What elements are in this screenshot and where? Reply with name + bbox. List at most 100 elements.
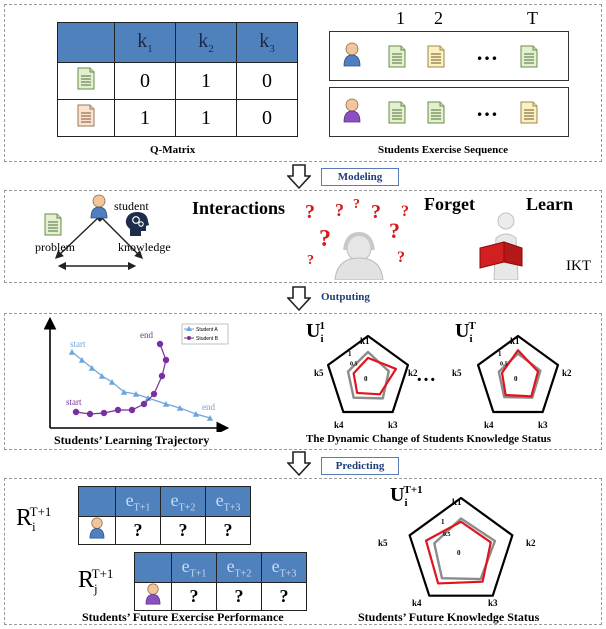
radar3-k2: k2 [526, 538, 536, 548]
student-label: student [114, 199, 149, 213]
sequence-row-1: … [329, 31, 569, 81]
student-purple-icon [343, 98, 361, 123]
radar-tick-0: 0 [457, 549, 461, 557]
svg-text:?: ? [397, 249, 405, 266]
panel-input [4, 4, 602, 162]
trajectory-point [120, 389, 128, 395]
svg-text:?: ? [401, 203, 409, 220]
end-a-text: end [202, 402, 215, 412]
q-matrix-cell: 1 [114, 99, 176, 137]
radar1-k4: k4 [334, 420, 344, 430]
radar-outer-pentagon [408, 496, 514, 597]
table-cell: ? [115, 516, 161, 545]
radar2-k4: k4 [484, 420, 494, 430]
trajectory-point [144, 395, 152, 401]
radar3-k5: k5 [378, 538, 388, 548]
end-b-text: end [140, 330, 153, 340]
radar-tick-05: 0.5 [500, 361, 508, 367]
knowledge-head-icon [125, 212, 149, 236]
trajectory-point [162, 401, 170, 407]
student-blue-icon [343, 42, 361, 67]
future-performance-table-j: eT+1 eT+2 eT+3 ? ? ? [134, 552, 307, 611]
exercise-doc-icon [388, 45, 406, 68]
table-col-header: eT+2 [160, 486, 206, 517]
interactions-label: Interactions [192, 198, 285, 218]
knowledge-radar-1: 10.50 [326, 334, 410, 414]
q-matrix-cell: 0 [236, 62, 298, 100]
trajectory-point [140, 400, 148, 408]
table-col-header: eT+1 [115, 486, 161, 517]
q-matrix-caption: Q-Matrix [150, 144, 196, 156]
q-matrix-cell: 1 [175, 62, 237, 100]
down-arrow-icon [287, 451, 311, 476]
learn-illustration [479, 212, 523, 280]
svg-text:?: ? [319, 226, 331, 252]
svg-text:?: ? [305, 201, 315, 223]
learn-label: Learn [526, 194, 573, 214]
down-arrow-icon [287, 164, 311, 189]
ikt-label: IKT [566, 258, 591, 274]
seq-step-t: T [527, 8, 538, 28]
start-b-text: start [66, 397, 82, 407]
svg-text:?: ? [371, 201, 381, 223]
trajectory-point [156, 340, 164, 348]
radar-caption: The Dynamic Change of Students Knowledge… [306, 433, 552, 445]
table-col-header: eT+2 [216, 552, 262, 583]
trajectory-point [72, 408, 80, 416]
radar2-k3: k3 [538, 420, 548, 430]
sequence-ellipsis: … [476, 40, 498, 65]
future-performance-caption: Students’ Future Exercise Performance [82, 610, 284, 624]
radar2-k2: k2 [562, 368, 572, 378]
table-cell: ? [216, 582, 262, 611]
trajectory-point [162, 356, 170, 364]
radar1-k1: k1 [360, 336, 370, 346]
table-cell: ? [261, 582, 307, 611]
svg-text:?: ? [335, 200, 344, 220]
outputing-step-label: Outputing [321, 291, 370, 303]
table-corner [134, 552, 172, 583]
learning-trajectory-plot: Student A Student B start start end end [44, 316, 230, 432]
trajectory-point [128, 406, 136, 414]
trajectory-point [114, 406, 122, 414]
forget-label: Forget [424, 194, 475, 214]
radar2-k1: k1 [510, 336, 520, 346]
knowledge-label: knowledge [118, 240, 171, 254]
seq-step-1: 1 [396, 8, 405, 28]
problem-label: problem [35, 240, 75, 254]
radar2-title: UiT [455, 320, 476, 345]
radar-tick-0: 0 [514, 375, 518, 383]
radar-tick-1: 1 [498, 350, 502, 358]
table-row-student [78, 516, 116, 545]
exercise-doc-icon [388, 101, 406, 124]
radar-ellipsis: … [416, 364, 436, 386]
student-purple-icon [145, 583, 161, 605]
student-icon [90, 194, 108, 219]
trajectory-point [176, 405, 184, 411]
table-cell: ? [171, 582, 217, 611]
radar1-title: Ui1 [306, 320, 326, 345]
radar-red-profile [500, 349, 540, 398]
trajectory-point [132, 391, 140, 397]
trajectory-point [192, 411, 200, 417]
trajectory-point [158, 372, 166, 380]
trajectory-point [100, 409, 108, 417]
sequence-ellipsis: … [476, 96, 498, 121]
radar-tick-05: 0.5 [350, 361, 358, 367]
exercise-doc-icon [77, 104, 95, 126]
q-matrix-table: k1 k2 k3 0 1 0 1 1 0 [57, 22, 298, 137]
radar-tick-1: 1 [441, 518, 445, 526]
radar-tick-1: 1 [348, 350, 352, 358]
future-performance-table-i: eT+1 eT+2 eT+3 ? ? ? [78, 486, 251, 545]
q-matrix-col-k3: k3 [236, 22, 298, 63]
panel-predicting [4, 478, 602, 625]
radar-gray-profile [346, 350, 390, 400]
svg-text:?: ? [389, 218, 400, 243]
q-matrix-col-k1: k1 [114, 22, 176, 63]
radar1-k2: k2 [408, 368, 418, 378]
panel-modeling [4, 190, 602, 283]
svg-text:?: ? [307, 253, 314, 268]
trajectory-point [108, 379, 116, 385]
radar-tick-05: 0.5 [443, 532, 451, 538]
down-arrow-icon [287, 286, 311, 311]
radar-red-profile [424, 520, 492, 585]
